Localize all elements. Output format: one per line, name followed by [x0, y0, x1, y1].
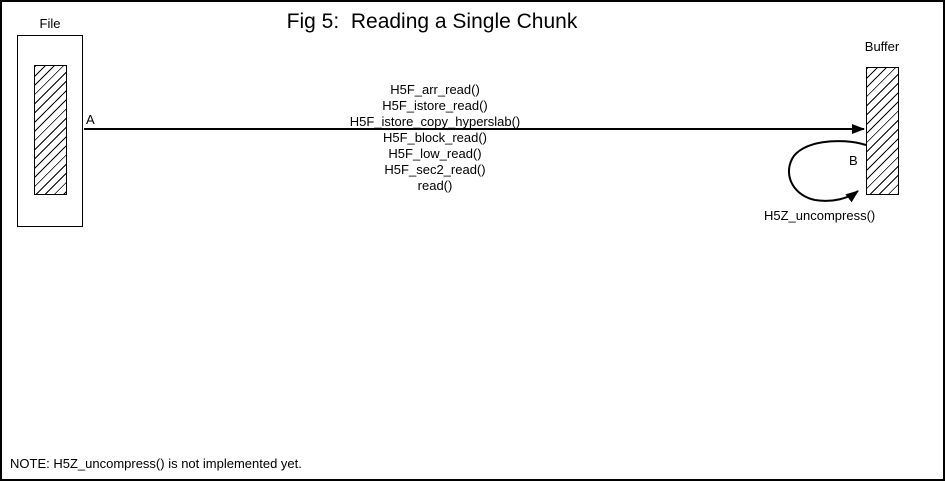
footnote: NOTE: H5Z_uncompress() is not implemente…	[10, 456, 302, 471]
function-call: read()	[417, 178, 453, 193]
figure-title: Fig 5: Reading a Single Chunk	[286, 10, 578, 33]
function-call: H5F_arr_read()	[390, 82, 480, 97]
uncompress-function-label: H5Z_uncompress()	[764, 208, 876, 223]
arrow-b-label: B	[849, 153, 858, 168]
function-call: H5F_block_read()	[382, 130, 488, 145]
function-call: H5F_istore_copy_hyperslab()	[349, 114, 521, 129]
arrow-a-label: A	[86, 112, 95, 127]
file-label: File	[39, 16, 61, 31]
function-call: H5F_sec2_read()	[384, 162, 486, 177]
function-call: H5F_istore_read()	[382, 98, 488, 113]
uncompress-loop-arrow	[787, 140, 867, 203]
buffer-label: Buffer	[864, 39, 900, 54]
function-call: H5F_low_read()	[388, 146, 482, 161]
read-call-stack: H5F_arr_read() H5F_istore_read() H5F_ist…	[350, 82, 521, 194]
buffer-box	[866, 67, 899, 195]
file-chunk-region	[34, 65, 67, 195]
